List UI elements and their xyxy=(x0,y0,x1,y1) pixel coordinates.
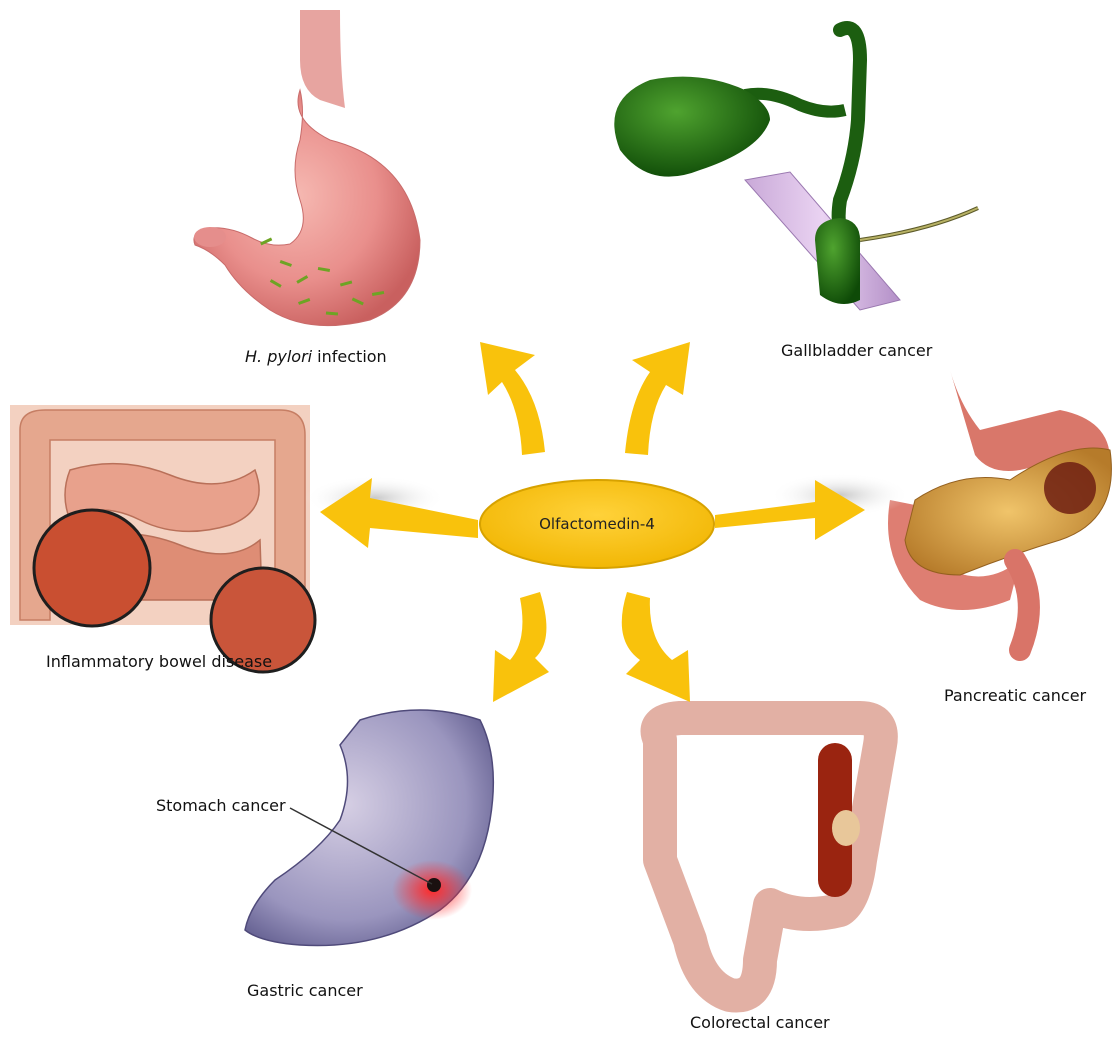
stomach-cancer-illustration xyxy=(245,710,493,946)
label-hpylori: H. pylori infection xyxy=(245,347,387,366)
label-stomach-callout: Stomach cancer xyxy=(156,796,286,815)
pancreas-illustration xyxy=(888,370,1111,650)
label-hpylori-rest: infection xyxy=(312,347,387,366)
label-hpylori-italic: H. pylori xyxy=(245,347,312,366)
arrow-to-colorectal xyxy=(622,592,690,702)
label-gallbladder: Gallbladder cancer xyxy=(781,341,932,360)
arrow-to-gallbladder xyxy=(625,342,690,455)
stomach-hpylori-illustration xyxy=(194,10,420,326)
intestine-illustration xyxy=(10,405,315,672)
label-pancreatic: Pancreatic cancer xyxy=(944,686,1086,705)
label-colorectal: Colorectal cancer xyxy=(690,1013,830,1032)
hub-label: Olfactomedin-4 xyxy=(480,480,714,568)
arrow-to-hpylori xyxy=(480,342,545,455)
colon-illustration xyxy=(658,718,881,996)
label-gastric: Gastric cancer xyxy=(247,981,363,1000)
arrow-to-gastric xyxy=(493,592,549,702)
label-ibd: Inflammatory bowel disease xyxy=(46,652,272,671)
gallbladder-illustration xyxy=(614,28,978,310)
